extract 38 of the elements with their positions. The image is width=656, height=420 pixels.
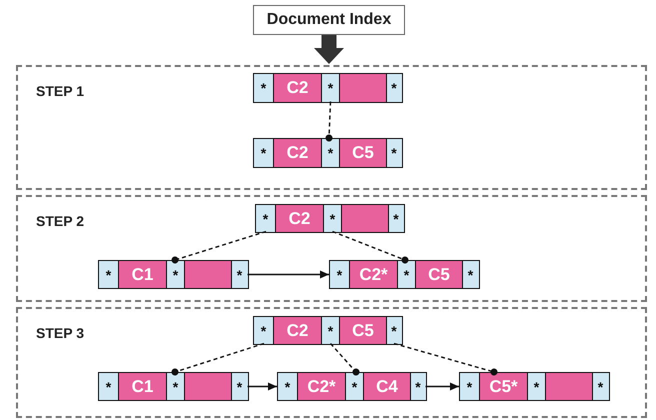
arrow: [248, 382, 277, 390]
arrow: [426, 382, 459, 390]
key-cell: [339, 74, 386, 102]
key-cell: C2: [273, 74, 321, 102]
key-cell: C2*: [297, 373, 345, 400]
key-cell: C2: [273, 139, 321, 167]
key-cell: [184, 261, 231, 288]
index-node: [253, 138, 403, 168]
key-cell: [341, 205, 388, 232]
step-panel: [16, 307, 647, 418]
document-index-box: Document Index: [253, 5, 405, 35]
key-cell: C2: [275, 205, 323, 232]
index-node: [98, 260, 249, 289]
step-panel: [16, 65, 647, 190]
key-cell: C5: [339, 317, 386, 344]
key-cell: C1: [118, 261, 166, 288]
index-node: [253, 73, 403, 103]
key-cell: C5*: [479, 373, 527, 400]
key-cell: C5: [339, 139, 386, 167]
key-cell: C2: [273, 317, 321, 344]
key-cell: [545, 373, 592, 400]
key-cell: C2*: [349, 261, 397, 288]
index-node: [329, 260, 480, 289]
step-title: STEP 2: [36, 213, 84, 229]
index-node: [253, 316, 403, 345]
index-node: [255, 204, 405, 233]
block-arrow: [314, 35, 344, 64]
arrow: [248, 270, 329, 278]
index-node: [98, 372, 249, 401]
index-node: [459, 372, 610, 401]
key-cell: C5: [415, 261, 462, 288]
key-cell: C1: [118, 373, 166, 400]
step-title: STEP 1: [36, 83, 84, 99]
key-cell: [184, 373, 231, 400]
step-title: STEP 3: [36, 325, 84, 341]
index-node: [277, 372, 427, 401]
key-cell: C4: [363, 373, 410, 400]
step-panel: [16, 195, 647, 302]
